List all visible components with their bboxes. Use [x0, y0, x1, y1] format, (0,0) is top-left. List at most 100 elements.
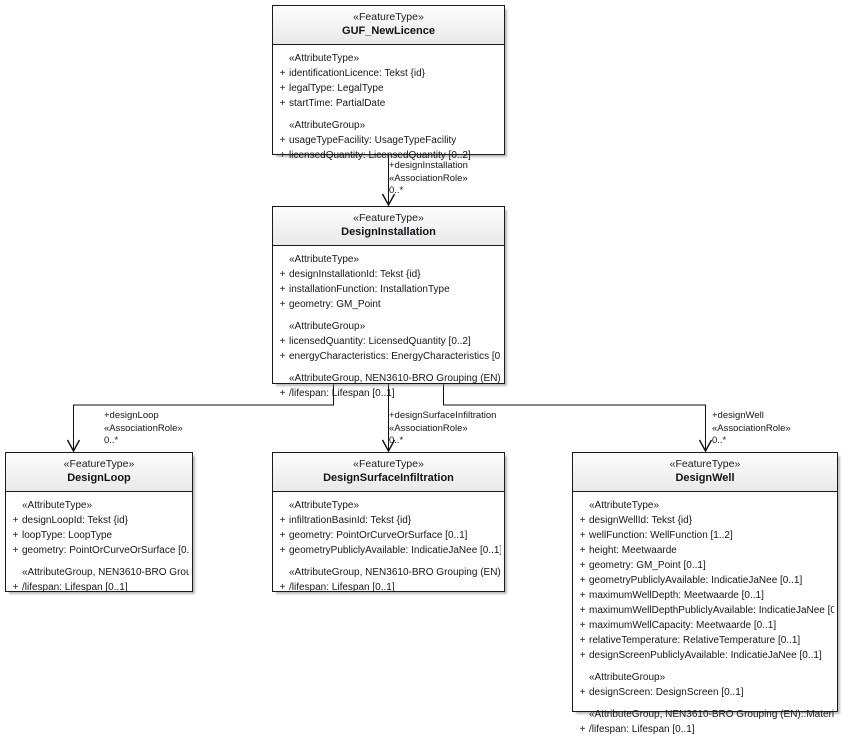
- visibility-marker: +: [279, 269, 286, 280]
- attribute-row: + maximumWellCapacity: Meetwaarde [0..1]: [576, 618, 834, 633]
- class-box-designsurfaceinfiltration[interactable]: «FeatureType» DesignSurfaceInfiltration …: [272, 452, 505, 593]
- attribute-text: height: Meetwaarde: [589, 545, 677, 556]
- visibility-marker: +: [579, 545, 586, 556]
- association-label-designloop: +designLoop «AssociationRole» 0..*: [104, 410, 183, 448]
- class-box-guf-newlicence[interactable]: «FeatureType» GUF_NewLicence «AttributeT…: [272, 5, 505, 161]
- attribute-text: maximumWellDepthPubliclyAvailable: Indic…: [589, 605, 834, 616]
- attribute-text: energyCharacteristics: EnergyCharacteris…: [289, 351, 501, 362]
- class-name: GUF_NewLicence: [342, 25, 435, 37]
- role-name: +designWell: [712, 410, 764, 421]
- visibility-marker: +: [279, 284, 286, 295]
- attribute-row: + geometryPubliclyAvailable: IndicatieJa…: [276, 543, 501, 558]
- association-label-designsurfaceinfiltration: +designSurfaceInfiltration «AssociationR…: [389, 410, 496, 448]
- class-attributes: «AttributeType» + designInstallationId: …: [273, 246, 504, 408]
- class-header: «FeatureType» GUF_NewLicence: [273, 6, 504, 45]
- attribute-row: + designLoopId: Tekst {id}: [9, 513, 189, 528]
- visibility-marker: +: [579, 515, 586, 526]
- role-name: +designSurfaceInfiltration: [389, 410, 497, 421]
- class-header: «FeatureType» DesignSurfaceInfiltration: [273, 453, 504, 492]
- class-header: «FeatureType» DesignInstallation: [273, 207, 504, 246]
- attribute-text: /lifespan: Lifespan [0..1]: [289, 388, 395, 399]
- class-attributes: «AttributeType» + designWellId: Tekst {i…: [573, 492, 837, 744]
- attribute-row: + designInstallationId: Tekst {id}: [276, 267, 501, 282]
- attribute-group-header: «AttributeGroup, NEN3610-BRO Groupin…: [22, 567, 189, 578]
- visibility-marker: +: [279, 545, 286, 556]
- arrowhead-designwell: [698, 439, 713, 453]
- role-stereotype: «AssociationRole»: [104, 422, 183, 434]
- attribute-row: + legalType: LegalType: [276, 81, 501, 96]
- attribute-text: infiltrationBasinId: Tekst {id}: [289, 515, 412, 526]
- attribute-text: designScreen: DesignScreen [0..1]: [589, 687, 744, 698]
- attribute-text: /lifespan: Lifespan [0..1]: [22, 582, 128, 593]
- attribute-group-header: «AttributeGroup»: [289, 120, 366, 131]
- visibility-marker: +: [12, 582, 19, 593]
- visibility-marker: +: [279, 98, 286, 109]
- role-stereotype: «AssociationRole»: [389, 422, 468, 434]
- attribute-text: /lifespan: Lifespan [0..1]: [589, 724, 695, 735]
- attribute-row: + loopType: LoopType: [9, 528, 189, 543]
- class-stereotype: «FeatureType»: [63, 458, 135, 470]
- attribute-text: geometryPubliclyAvailable: IndicatieJaNe…: [589, 575, 803, 586]
- class-header: «FeatureType» DesignLoop: [6, 453, 192, 492]
- attribute-row: + height: Meetwaarde: [576, 543, 834, 558]
- class-stereotype: «FeatureType»: [353, 11, 424, 23]
- attribute-text: installationFunction: InstallationType: [289, 284, 450, 295]
- attribute-row: + geometry: PointOrCurveOrSurface [0..1]: [9, 543, 189, 558]
- attribute-text: relativeTemperature: RelativeTemperature…: [589, 635, 801, 646]
- attribute-row: + /lifespan: Lifespan [0..1]: [276, 580, 501, 595]
- visibility-marker: +: [279, 515, 286, 526]
- attribute-row: + geometryPubliclyAvailable: IndicatieJa…: [576, 573, 834, 588]
- attribute-group-header: «AttributeGroup»: [589, 672, 666, 683]
- uml-diagram-canvas: +designInstallation «AssociationRole» 0.…: [5, 5, 838, 735]
- attribute-text: designInstallationId: Tekst {id}: [289, 269, 421, 280]
- attribute-text: maximumWellCapacity: Meetwaarde [0..1]: [589, 620, 777, 631]
- class-attributes: «AttributeType» + infiltrationBasinId: T…: [273, 492, 504, 602]
- attribute-row: + maximumWellDepth: Meetwaarde [0..1]: [576, 588, 834, 603]
- class-box-designloop[interactable]: «FeatureType» DesignLoop «AttributeType»…: [5, 452, 193, 593]
- visibility-marker: +: [579, 635, 586, 646]
- attribute-text: geometry: PointOrCurveOrSurface [0..1]: [289, 530, 468, 541]
- association-label-designinstallation: +designInstallation «AssociationRole» 0.…: [389, 160, 468, 198]
- visibility-marker: +: [579, 560, 586, 571]
- attribute-row: + relativeTemperature: RelativeTemperatu…: [576, 633, 834, 648]
- role-multiplicity: 0..*: [389, 435, 404, 446]
- attribute-row: + maximumWellDepthPubliclyAvailable: Ind…: [576, 603, 834, 618]
- visibility-marker: +: [579, 650, 586, 661]
- attribute-group-header: «AttributeType»: [289, 254, 360, 265]
- attribute-row: + /lifespan: Lifespan [0..1]: [576, 722, 834, 737]
- attribute-text: designWellId: Tekst {id}: [589, 515, 693, 526]
- visibility-marker: +: [12, 530, 19, 541]
- visibility-marker: +: [279, 336, 286, 347]
- arrowhead-designloop: [66, 439, 81, 453]
- role-name: +designLoop: [104, 410, 159, 421]
- class-attributes: «AttributeType» + identificationLicence:…: [273, 45, 504, 170]
- attribute-row: + licensedQuantity: LicensedQuantity [0.…: [276, 148, 501, 163]
- attribute-text: licensedQuantity: LicensedQuantity [0..2…: [289, 336, 471, 347]
- visibility-marker: +: [12, 545, 19, 556]
- attribute-group-header: «AttributeGroup, NEN3610-BRO Grouping (E…: [289, 373, 501, 384]
- visibility-marker: +: [579, 620, 586, 631]
- visibility-marker: +: [279, 388, 286, 399]
- role-multiplicity: 0..*: [389, 185, 404, 196]
- attribute-text: geometry: GM_Point: [289, 299, 381, 310]
- class-name: DesignInstallation: [341, 226, 436, 238]
- attribute-group-header: «AttributeGroup, NEN3610-BRO Grouping (E…: [289, 567, 501, 578]
- attribute-group-header: «AttributeType»: [289, 500, 360, 511]
- attribute-row: + installationFunction: InstallationType: [276, 282, 501, 297]
- attribute-row: + geometry: PointOrCurveOrSurface [0..1]: [276, 528, 501, 543]
- attribute-row: + designScreen: DesignScreen [0..1]: [576, 685, 834, 700]
- role-stereotype: «AssociationRole»: [389, 172, 468, 184]
- class-box-designinstallation[interactable]: «FeatureType» DesignInstallation «Attrib…: [272, 206, 505, 399]
- attribute-row: + /lifespan: Lifespan [0..1]: [276, 386, 501, 401]
- visibility-marker: +: [279, 351, 286, 362]
- attribute-text: designLoopId: Tekst {id}: [22, 515, 129, 526]
- attribute-text: identificationLicence: Tekst {id}: [289, 68, 426, 79]
- role-multiplicity: 0..*: [712, 435, 727, 446]
- class-name: DesignLoop: [67, 472, 131, 484]
- class-box-designwell[interactable]: «FeatureType» DesignWell «AttributeType»…: [572, 452, 838, 735]
- class-header: «FeatureType» DesignWell: [573, 453, 837, 492]
- attribute-group-header: «AttributeGroup, NEN3610-BRO Grouping (E…: [589, 709, 834, 720]
- attribute-row: + licensedQuantity: LicensedQuantity [0.…: [276, 334, 501, 349]
- attribute-text: maximumWellDepth: Meetwaarde [0..1]: [589, 590, 764, 601]
- class-stereotype: «FeatureType»: [669, 458, 741, 470]
